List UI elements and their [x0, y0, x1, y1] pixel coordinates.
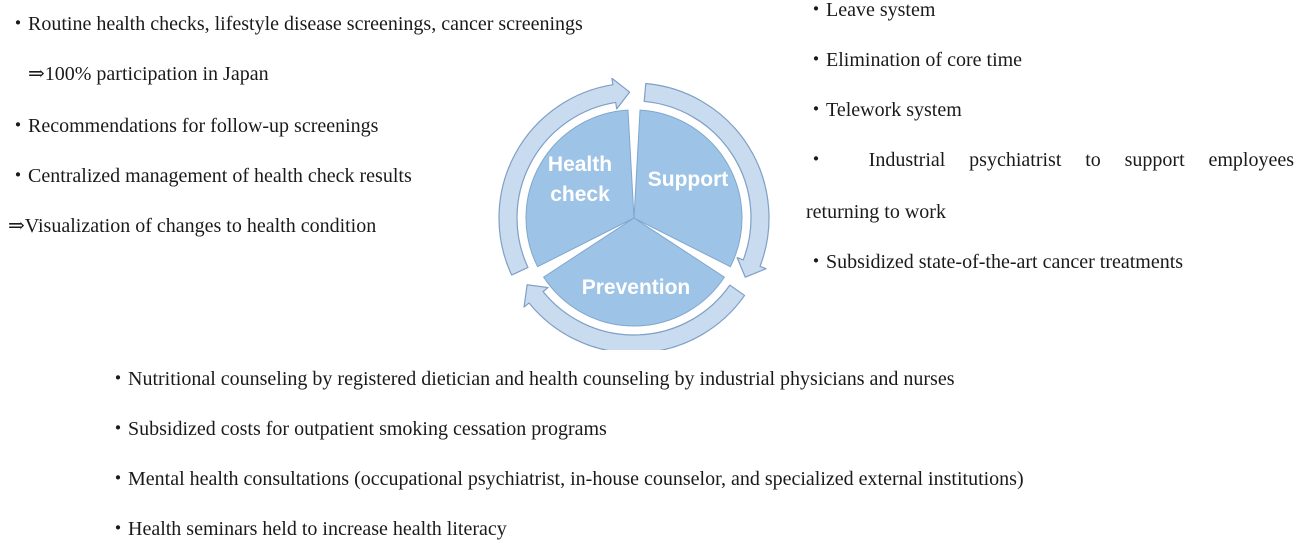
- health-check-item-followup: ・Recommendations for follow-up screening…: [8, 115, 379, 137]
- segment-prevention-label: Prevention: [582, 276, 691, 299]
- prevention-item-mental-health: ・Mental health consultations (occupation…: [108, 468, 1024, 490]
- segment-support: [633, 109, 743, 268]
- health-check-item-participation: ⇒100% participation in Japan: [28, 63, 269, 85]
- support-item-telework: ・Telework system: [806, 99, 962, 121]
- support-item-psychiatrist: ・ Industrial psychiatrist to support emp…: [806, 149, 1294, 171]
- support-item-leave: ・Leave system: [806, 0, 936, 21]
- prevention-item-smoking: ・Subsidized costs for outpatient smoking…: [108, 418, 607, 440]
- support-item-psychiatrist-cont: returning to work: [806, 201, 946, 223]
- support-item-core-time: ・Elimination of core time: [806, 49, 1023, 71]
- segment-health-check-label-1: Health: [548, 153, 612, 176]
- segment-prevention: [542, 217, 726, 327]
- cycle-diagram: Health check Support Prevention: [498, 78, 770, 350]
- support-item-cancer: ・Subsidized state-of-the-art cancer trea…: [806, 251, 1184, 273]
- cycle-arrow-prevention: [523, 284, 746, 350]
- health-check-item-centralized: ・Centralized management of health check …: [8, 165, 412, 187]
- health-check-item-visualization: ⇒Visualization of changes to health cond…: [8, 215, 377, 237]
- cycle-arrow-health-check: [498, 78, 631, 276]
- health-check-item-routine: ・Routine health checks, lifestyle diseas…: [8, 13, 583, 35]
- prevention-item-seminars: ・Health seminars held to increase health…: [108, 518, 507, 540]
- segment-health-check: [525, 109, 635, 268]
- prevention-item-nutrition: ・Nutritional counseling by registered di…: [108, 368, 955, 390]
- cycle-arrow-support: [643, 82, 770, 278]
- segment-health-check-label-2: check: [550, 183, 610, 206]
- segment-support-label: Support: [648, 168, 728, 191]
